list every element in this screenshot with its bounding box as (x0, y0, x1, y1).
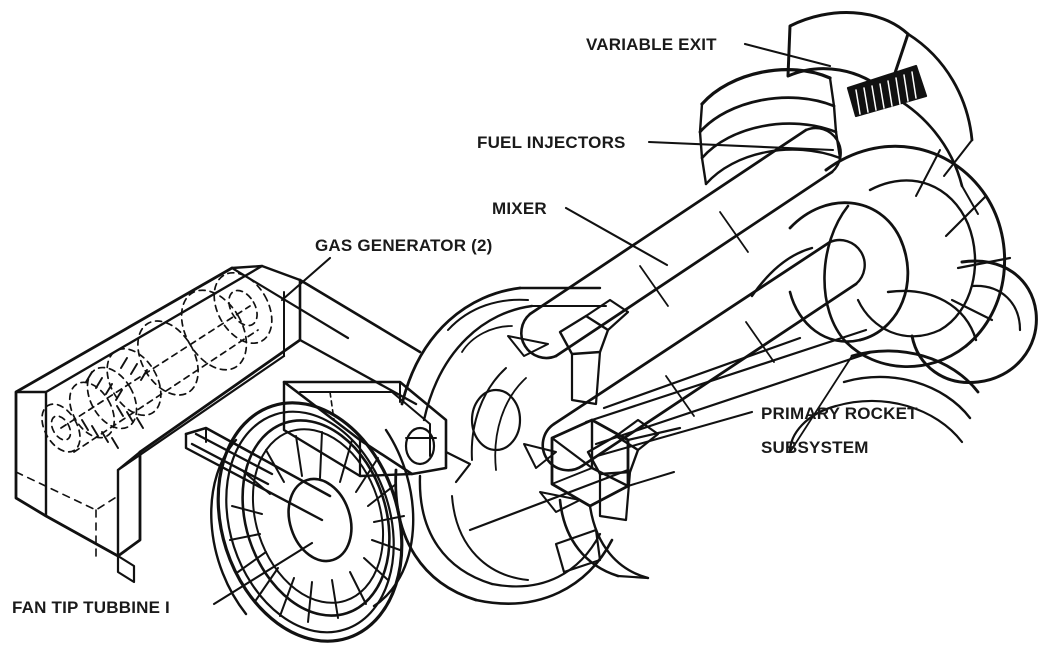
label-variable-exit: VARIABLE EXIT (586, 35, 717, 54)
gas-generator-internals (41, 271, 273, 453)
leader-lines-group (212, 42, 835, 606)
transition-ducts (394, 286, 614, 605)
variable-exit-nozzle (698, 11, 1038, 454)
structural-spars (468, 328, 874, 532)
label-fan-tip-turbine: FAN TIP TUBBINE I (12, 598, 170, 617)
leader-variable-exit (743, 42, 832, 68)
label-primary-subsystem: SUBSYSTEM (761, 438, 869, 457)
label-fuel-injectors: FUEL INJECTORS (477, 133, 626, 152)
leader-primary-rocket (595, 410, 754, 458)
mixer-duct-lower (541, 238, 866, 472)
linework-group (14, 11, 1038, 643)
label-primary-rocket: PRIMARY ROCKET (761, 404, 918, 423)
fan-mount-pylon (184, 380, 472, 522)
fan-drive-shaft (190, 432, 274, 486)
gas-generator-housing (14, 264, 422, 584)
callout-labels-group: VARIABLE EXIT FUEL INJECTORS MIXER GAS G… (12, 35, 918, 617)
leader-fuel-injectors (647, 140, 835, 152)
leader-gas-generator (280, 256, 332, 302)
leader-fan-turbine (212, 541, 314, 606)
leader-mixer (564, 206, 669, 267)
compressor-blades (81, 357, 148, 449)
label-gas-generator: GAS GENERATOR (2) (315, 236, 493, 255)
label-mixer: MIXER (492, 199, 547, 218)
